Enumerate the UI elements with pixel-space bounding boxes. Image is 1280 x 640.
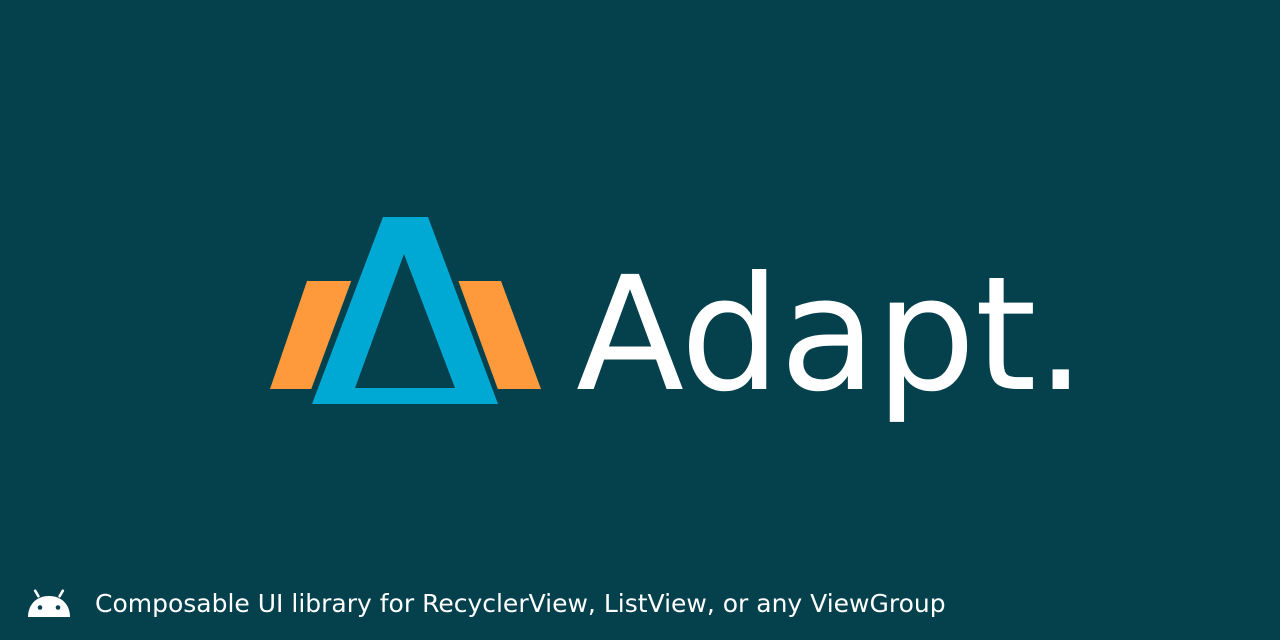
tagline: Composable UI library for RecyclerView, … [95,588,946,618]
logo-orange-band [270,281,541,389]
android-icon [28,589,70,617]
adapt-logo-icon [270,214,541,406]
logo-blue-triangle [312,217,498,404]
brand-title: Adapt. [576,243,1086,427]
footer: Composable UI library for RecyclerView, … [26,584,946,622]
